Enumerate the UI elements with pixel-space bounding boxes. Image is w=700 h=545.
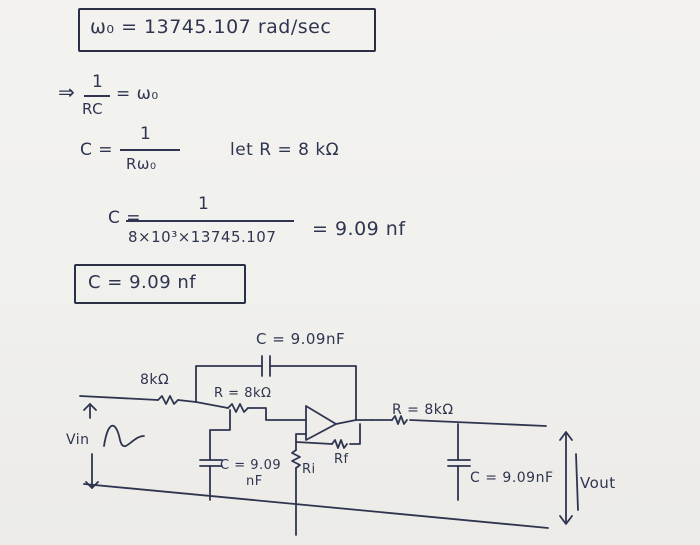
output-resistor-label: R = 8kΩ <box>392 402 454 418</box>
eq1-fraction-bar <box>84 95 110 97</box>
implies-arrow: ⇒ <box>58 80 76 104</box>
vin-label: Vin <box>66 432 90 448</box>
ground-capacitor-label-2: nF <box>246 474 263 489</box>
omega-result-box <box>78 8 376 52</box>
eq1-rhs: = ω₀ <box>116 84 159 104</box>
let-r-note: let R = 8 kΩ <box>230 140 340 160</box>
vout-label: Vout <box>580 474 616 492</box>
eq3-fraction-bar <box>126 220 294 222</box>
eq3-lhs: C = <box>108 208 142 228</box>
omega-result-text: ω₀ = 13745.107 rad/sec <box>90 16 332 38</box>
eq3-rhs: = 9.09 nf <box>312 218 406 240</box>
eq1-denominator: RC <box>82 100 104 118</box>
mid-resistor-label: R = 8kΩ <box>214 386 272 401</box>
eq1-numerator: 1 <box>92 72 104 92</box>
eq3-denominator: 8×10³×13745.107 <box>128 228 277 246</box>
eq2-denominator: Rω₀ <box>126 155 157 173</box>
ri-label: Ri <box>302 462 316 477</box>
eq2-lhs: C = <box>80 140 114 160</box>
final-result-box <box>74 264 246 304</box>
eq2-fraction-bar <box>120 149 180 151</box>
final-result-text: C = 9.09 nf <box>88 272 197 293</box>
output-capacitor-label: C = 9.09nF <box>470 470 554 486</box>
eq2-numerator: 1 <box>140 124 152 144</box>
top-capacitor-label: C = 9.09nF <box>256 330 346 348</box>
ground-capacitor-label-1: C = 9.09 <box>220 458 282 473</box>
input-resistor-label: 8kΩ <box>140 372 170 388</box>
rf-label: Rf <box>334 452 349 467</box>
eq3-numerator: 1 <box>198 194 210 214</box>
